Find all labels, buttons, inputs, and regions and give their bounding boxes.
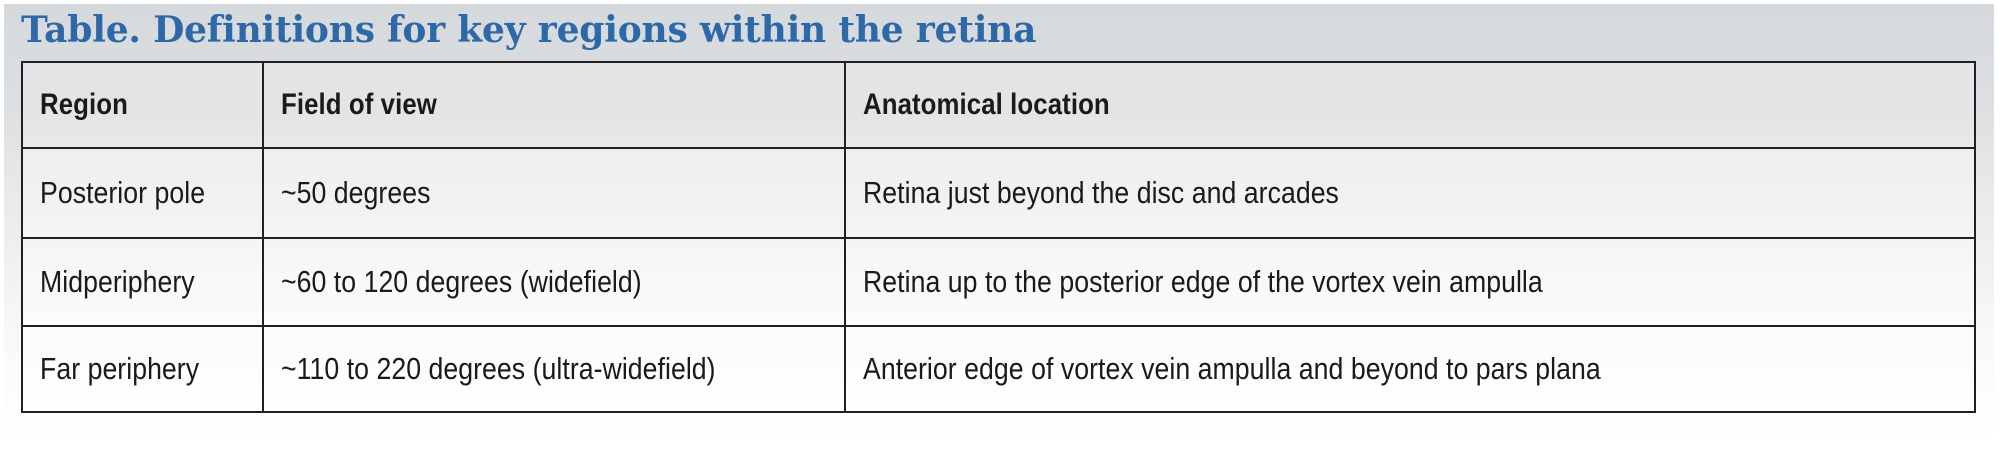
cell-field-of-view: ~50 degrees (262, 147, 846, 239)
cell-anatomical-location-text: Retina up to the posterior edge of the v… (863, 264, 1543, 299)
column-header-field-of-view-label: Field of view (281, 88, 437, 121)
page-title: Table. Definitions for key regions withi… (21, 9, 1037, 51)
column-header-anatomical-location: Anatomical location (844, 61, 1976, 149)
cell-region: Far periphery (21, 325, 264, 413)
column-header-anatomical-location-label: Anatomical location (863, 88, 1110, 121)
cell-anatomical-location: Anterior edge of vortex vein ampulla and… (844, 325, 1976, 413)
cell-field-of-view: ~110 to 220 degrees (ultra-widefield) (262, 325, 846, 413)
column-header-region-label: Region (40, 88, 128, 121)
cell-region: Posterior pole (21, 147, 264, 239)
table-header-row: Region Field of view Anatomical location (21, 61, 1976, 149)
cell-region: Midperiphery (21, 237, 264, 327)
table-row: Posterior pole ~50 degrees Retina just b… (21, 147, 1976, 239)
table-row: Far periphery ~110 to 220 degrees (ultra… (21, 325, 1976, 413)
cell-field-of-view-text: ~60 to 120 degrees (widefield) (281, 264, 642, 299)
column-header-field-of-view: Field of view (262, 61, 846, 149)
cell-anatomical-location-text: Anterior edge of vortex vein ampulla and… (863, 351, 1601, 386)
table-body: Posterior pole ~50 degrees Retina just b… (21, 147, 1976, 413)
cell-region-text: Midperiphery (40, 264, 195, 299)
cell-anatomical-location-text: Retina just beyond the disc and arcades (863, 175, 1339, 210)
table-row: Midperiphery ~60 to 120 degrees (widefie… (21, 237, 1976, 327)
cell-field-of-view-text: ~110 to 220 degrees (ultra-widefield) (281, 351, 716, 386)
cell-field-of-view: ~60 to 120 degrees (widefield) (262, 237, 846, 327)
cell-anatomical-location: Retina up to the posterior edge of the v… (844, 237, 1976, 327)
definitions-table: Region Field of view Anatomical location… (21, 61, 1976, 413)
cell-anatomical-location: Retina just beyond the disc and arcades (844, 147, 1976, 239)
cell-field-of-view-text: ~50 degrees (281, 175, 431, 210)
column-header-region: Region (21, 61, 264, 149)
cell-region-text: Posterior pole (40, 175, 206, 210)
cell-region-text: Far periphery (40, 351, 200, 386)
table-header: Region Field of view Anatomical location (21, 61, 1976, 149)
